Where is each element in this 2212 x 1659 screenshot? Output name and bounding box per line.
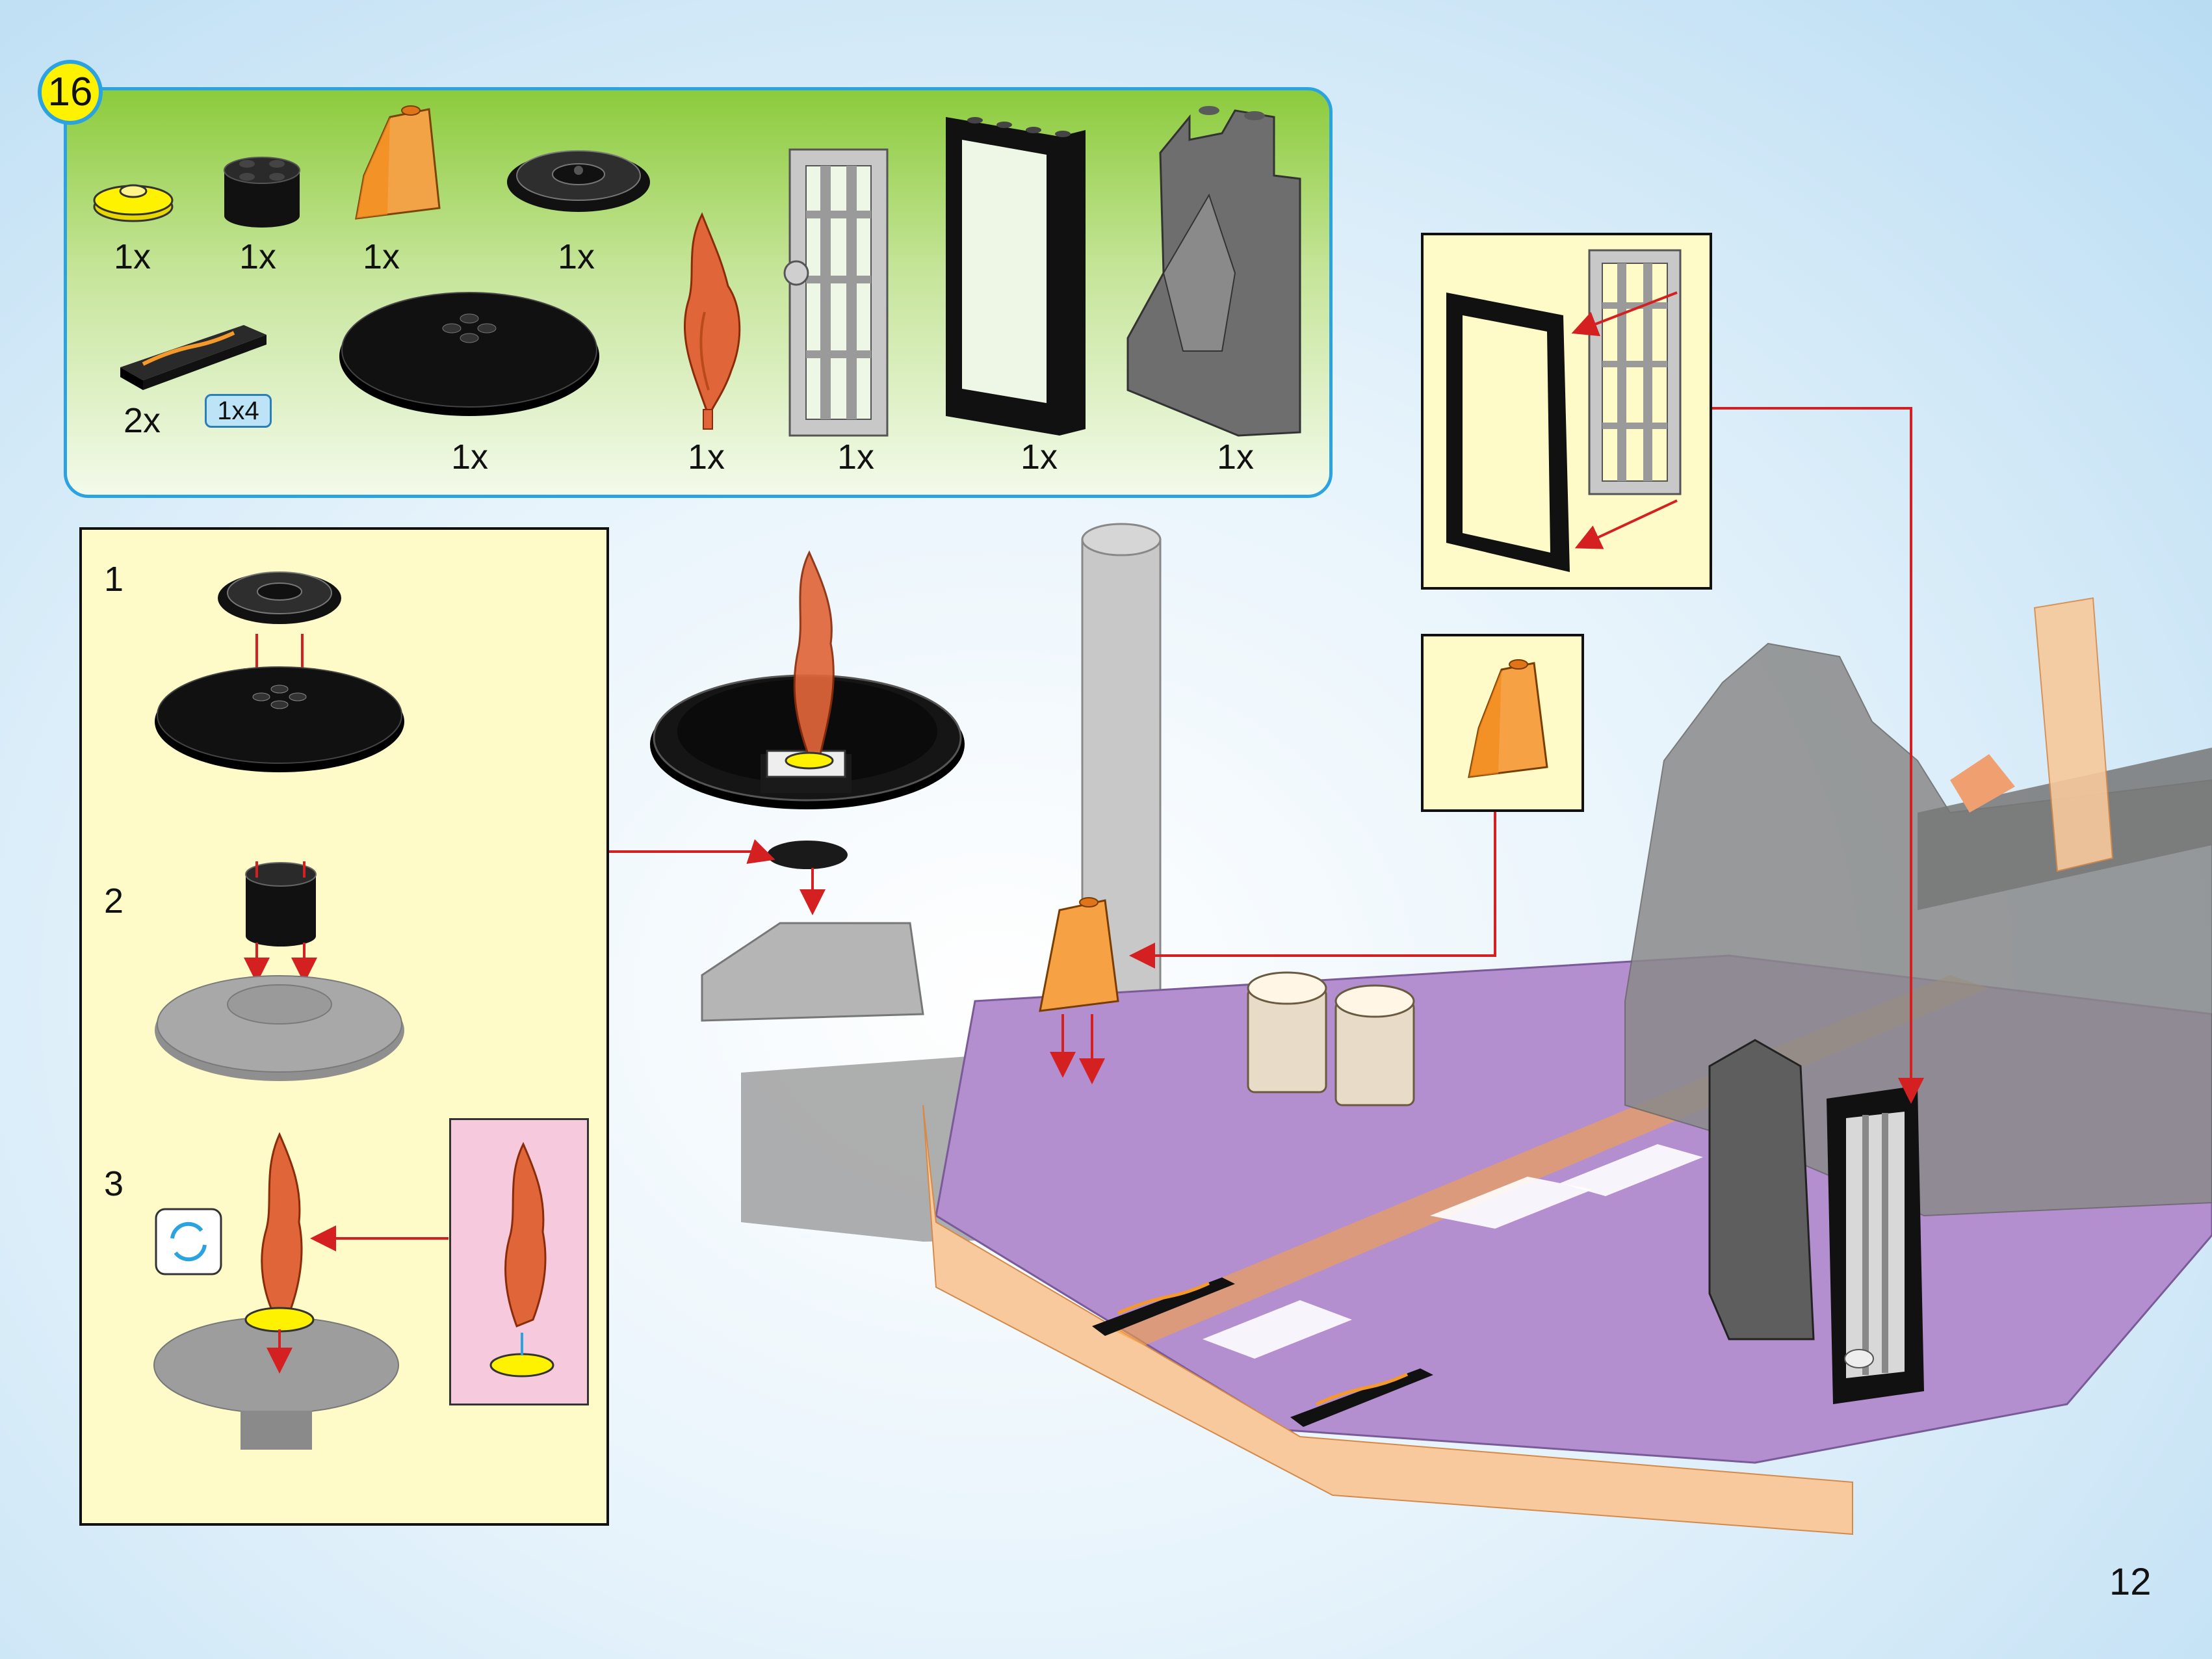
- part-qty: 1x: [363, 237, 400, 276]
- gate-icon: [783, 148, 889, 437]
- part-qty: 1x: [239, 237, 277, 276]
- page-number: 12: [2109, 1561, 2152, 1603]
- slope-trans-orange-icon: [355, 105, 441, 220]
- part-qty: 1x: [688, 438, 725, 477]
- substep3-illustration: [153, 1132, 554, 1450]
- tile-1x4-icon: [120, 325, 267, 390]
- door-callout-arrow: [1712, 407, 1924, 1104]
- part-qty: 1x: [451, 438, 489, 477]
- part-qty: 1x: [1021, 438, 1058, 477]
- part-qty: 1x: [1217, 438, 1255, 477]
- door-frame-icon: [946, 117, 1086, 436]
- rotate-icon: [155, 1208, 222, 1275]
- slope-callout-illustration: [1468, 659, 1548, 778]
- step-number-badge: 16: [38, 60, 103, 125]
- assembled-fire-bowl: [650, 550, 965, 915]
- part-qty: 1x: [837, 438, 875, 477]
- base-structure: [701, 523, 2212, 1535]
- door-callout-illustration: [1446, 249, 1682, 572]
- callout-arrow: [609, 839, 775, 864]
- substep-number: 3: [104, 1164, 124, 1203]
- length-tag: 1x4: [205, 394, 272, 428]
- slope-callout-arrow: [1129, 812, 1496, 969]
- round-plate-icon: [93, 184, 174, 222]
- rock-panel-icon: [1126, 106, 1301, 437]
- substep1-illustration: [155, 571, 404, 772]
- substep-number: 1: [104, 560, 124, 599]
- ring-connector-icon: [507, 150, 650, 212]
- round-dish-icon: [339, 292, 599, 416]
- substep2-illustration: [155, 861, 404, 1081]
- part-qty: 1x: [558, 237, 595, 276]
- substep-number: 2: [104, 882, 124, 921]
- part-qty: 1x: [114, 237, 151, 276]
- part-qty: 2x: [124, 401, 161, 440]
- round-brick-icon: [224, 157, 300, 228]
- flame-icon: [683, 212, 741, 430]
